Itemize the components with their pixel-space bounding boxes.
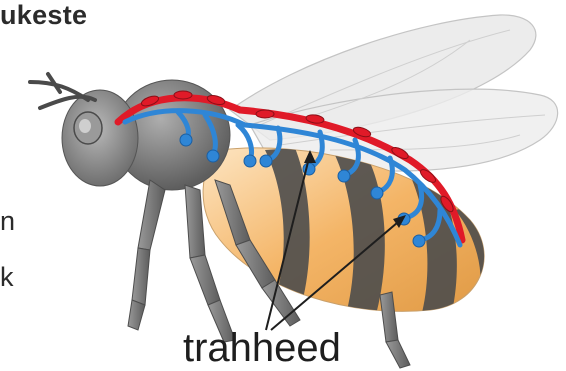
head-shape [62,90,138,186]
trachea-label: trahheed [183,326,341,371]
